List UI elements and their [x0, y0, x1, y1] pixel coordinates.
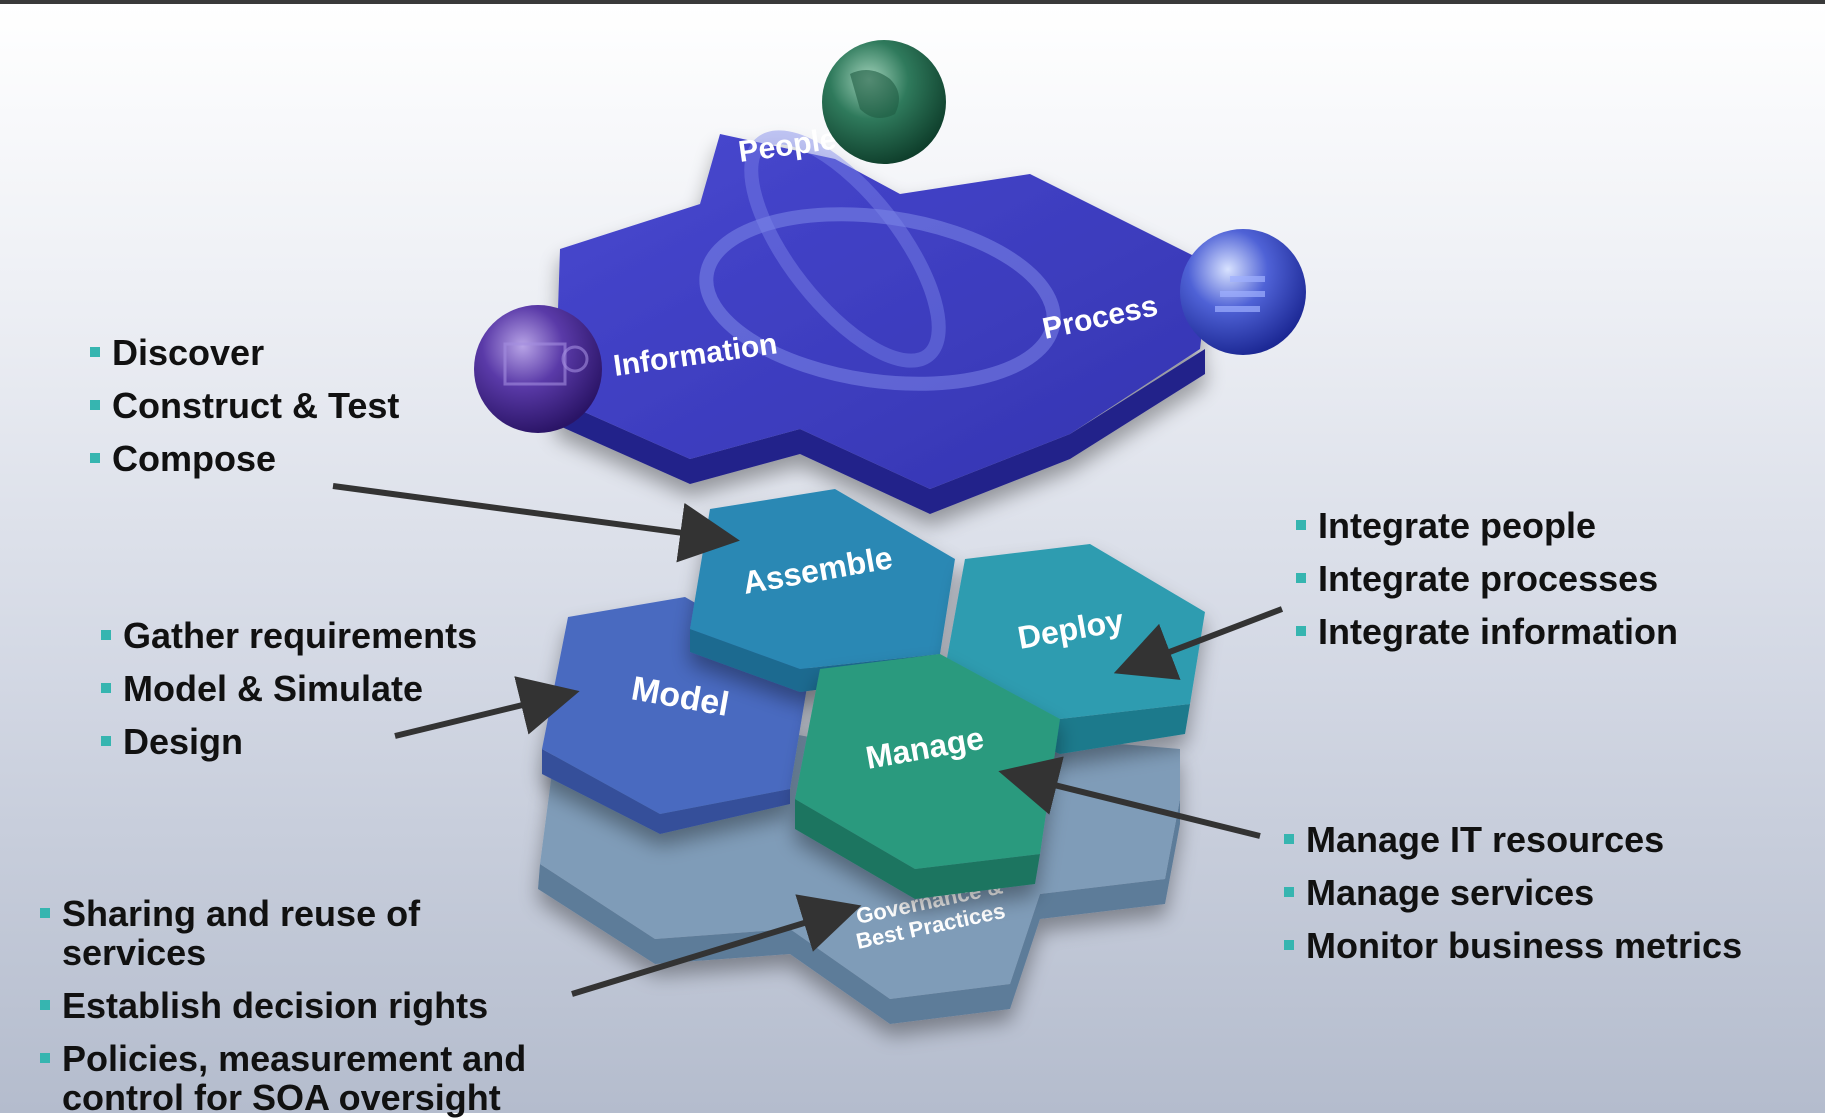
callout-text: Manage IT resources [1306, 819, 1665, 860]
process-globe-icon [1180, 229, 1306, 355]
bullet-icon [1284, 887, 1294, 897]
list-item: Discover [90, 333, 399, 372]
bullet-icon [101, 736, 111, 746]
people-globe-icon [822, 40, 946, 164]
callout-text: Establish decision rights [62, 985, 489, 1026]
list-item: Integrate information [1296, 612, 1678, 651]
list-item: Design [101, 722, 477, 761]
soa-lifecycle-diagram: People Information Process Governance & … [332, 40, 1306, 1024]
arrow-manage-to-manage [998, 756, 1261, 839]
arrow-sharing-to-governance [571, 894, 862, 997]
bullet-icon [1296, 573, 1306, 583]
list-item: Model & Simulate [101, 669, 477, 708]
assemble-callout-list: Discover Construct & Test Compose [90, 333, 399, 478]
callout-text: Gather requirements [123, 615, 478, 656]
bullet-icon [101, 683, 111, 693]
callout-text: Construct & Test [112, 385, 400, 426]
bullet-icon [40, 1000, 50, 1010]
bullet-icon [1296, 520, 1306, 530]
callout-text: Discover [112, 332, 265, 373]
bullet-icon [1296, 626, 1306, 636]
manage-callout-list: Manage IT resources Manage services Moni… [1284, 820, 1742, 965]
callout-text: Integrate processes [1318, 558, 1659, 599]
arrow-integrate-to-deploy [1113, 606, 1284, 680]
bullet-icon [1284, 940, 1294, 950]
bullet-icon [40, 908, 50, 918]
list-item: Manage IT resources [1284, 820, 1742, 859]
deploy-callout-list: Integrate people Integrate processes Int… [1296, 506, 1678, 651]
arrow-design-to-model [394, 676, 580, 739]
information-globe-icon [474, 305, 602, 433]
bullet-icon [101, 630, 111, 640]
bullet-icon [90, 347, 100, 357]
governance-callout-list: Sharing and reuse of services Establish … [40, 894, 580, 1117]
list-item: Establish decision rights [40, 986, 580, 1025]
bullet-icon [90, 400, 100, 410]
list-item: Monitor business metrics [1284, 926, 1742, 965]
list-item: Compose [90, 439, 399, 478]
callout-text: Monitor business metrics [1306, 925, 1743, 966]
list-item: Gather requirements [101, 616, 477, 655]
list-item: Construct & Test [90, 386, 399, 425]
list-item: Policies, measurement and control for SO… [40, 1039, 580, 1117]
list-item: Manage services [1284, 873, 1742, 912]
top-platform [555, 130, 1210, 514]
list-item: Sharing and reuse of services [40, 894, 580, 972]
callout-text: Design [123, 721, 244, 762]
manage-hex[interactable] [795, 654, 1060, 899]
bullet-icon [1284, 834, 1294, 844]
callout-text: Model & Simulate [123, 668, 424, 709]
bullet-icon [40, 1053, 50, 1063]
callout-text: Policies, measurement and control for SO… [62, 1038, 527, 1118]
bullet-icon [90, 453, 100, 463]
callout-text: Compose [112, 438, 277, 479]
callout-text: Manage services [1306, 872, 1595, 913]
callout-text: Integrate people [1318, 505, 1597, 546]
model-callout-list: Gather requirements Model & Simulate Des… [101, 616, 477, 761]
callout-text: Sharing and reuse of services [62, 893, 421, 973]
callout-text: Integrate information [1318, 611, 1679, 652]
list-item: Integrate processes [1296, 559, 1678, 598]
arrow-compose-to-assemble [332, 483, 740, 563]
list-item: Integrate people [1296, 506, 1678, 545]
